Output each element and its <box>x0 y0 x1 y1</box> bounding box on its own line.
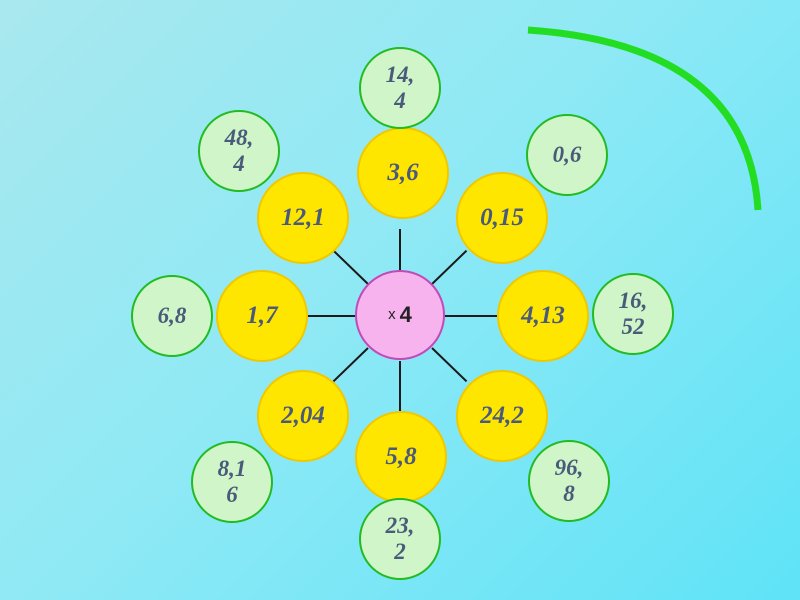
multiply-sign: x <box>388 306 396 324</box>
answer-value: 23, 2 <box>385 512 415 564</box>
petal-value: 5,8 <box>385 442 417 470</box>
petal-value: 2,04 <box>281 401 325 429</box>
spoke-left <box>308 315 355 317</box>
spoke-right <box>445 315 497 317</box>
answer-value: 96, 8 <box>554 454 584 506</box>
answer-bottom-right: 96, 8 <box>528 440 610 522</box>
answer-value: 0,6 <box>552 141 582 167</box>
answer-value: 8,1 6 <box>217 455 247 507</box>
petal-bottom-left: 2,04 <box>257 370 349 462</box>
arc-path <box>527 26 762 211</box>
answer-right: 16, 52 <box>592 273 674 355</box>
answer-value: 48, 4 <box>224 124 254 176</box>
answer-left: 6,8 <box>131 275 213 357</box>
petal-top-right: 0,15 <box>456 172 548 264</box>
petal-value: 0,15 <box>480 203 524 231</box>
answer-bottom: 23, 2 <box>359 498 441 580</box>
answer-top-right: 0,6 <box>526 114 608 196</box>
petal-right: 4,13 <box>497 270 589 362</box>
petal-value: 4,13 <box>521 301 565 329</box>
petal-value: 24,2 <box>480 401 524 429</box>
answer-top: 14, 4 <box>359 47 441 129</box>
petal-value: 3,6 <box>387 158 419 186</box>
petal-value: 1,7 <box>246 301 278 329</box>
multiplier: 4 <box>399 302 412 328</box>
answer-value: 14, 4 <box>385 61 415 113</box>
petal-left: 1,7 <box>216 270 308 362</box>
petal-value: 12,1 <box>281 203 325 231</box>
petal-top: 3,6 <box>357 127 449 219</box>
answer-bottom-left: 8,1 6 <box>191 441 273 523</box>
answer-value: 16, 52 <box>618 287 648 339</box>
petal-bottom-right: 24,2 <box>456 370 548 462</box>
answer-value: 6,8 <box>157 302 187 328</box>
petal-top-left: 12,1 <box>257 172 349 264</box>
answer-top-left: 48, 4 <box>198 110 280 192</box>
petal-bottom: 5,8 <box>355 411 447 503</box>
